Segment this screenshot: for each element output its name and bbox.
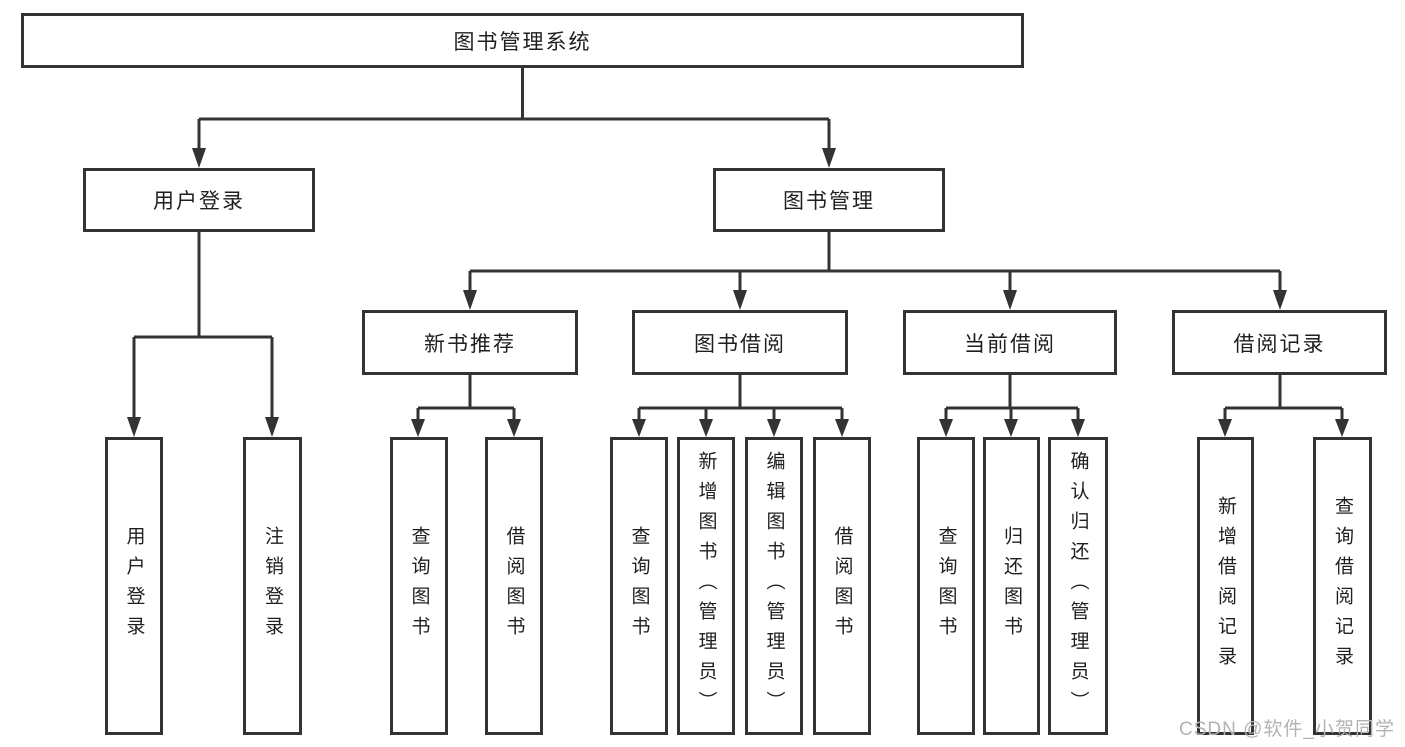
node-library-management-system: 图书管理系统 [21,13,1024,68]
arrowhead [1003,290,1017,310]
arrowhead [1218,419,1232,437]
arrowhead [733,290,747,310]
arrowhead [265,417,279,437]
connector-root-to-level2 [192,68,836,168]
node-label: 归还图书 [1001,526,1022,646]
node-label: 查询借阅记录 [1332,496,1353,676]
connector-new-book-rec-children [411,375,521,437]
node-records-add-record: 新增借阅记录 [1197,437,1254,735]
node-label: 确认归还（管理员） [1067,451,1089,721]
arrowhead [767,419,781,437]
node-label: 图书管理系统 [453,30,592,54]
arrowhead [1071,419,1085,437]
arrowhead [127,417,141,437]
node-label: 用户登录 [153,190,245,213]
node-current-borrowing: 当前借阅 [903,310,1117,375]
arrowhead [1335,419,1349,437]
arrowhead [1273,290,1287,310]
node-current-query-books: 查询图书 [917,437,975,735]
node-leaf-user-login: 用户登录 [105,437,163,735]
node-borrowing-records: 借阅记录 [1172,310,1387,375]
arrowhead [192,148,206,168]
arrowhead [835,419,849,437]
connector-book-borrow-children [632,375,849,437]
node-borrowing-borrow-books: 借阅图书 [813,437,871,735]
node-label: 借阅图书 [503,526,525,646]
node-label: 图书借阅 [694,332,786,356]
node-label: 新书推荐 [424,332,516,356]
node-label: 查询图书 [408,526,430,646]
node-borrowing-edit-books-admin: 编辑图书（管理员） [745,437,803,735]
node-newbook-borrow-books: 借阅图书 [485,437,543,735]
arrowhead [507,419,521,437]
node-label: 查询图书 [935,526,957,646]
csdn-watermark: CSDN @软件_小贺同学 [1179,719,1395,740]
node-label: 图书管理 [783,190,875,213]
arrowhead [463,290,477,310]
node-records-query-record: 查询借阅记录 [1313,437,1372,735]
node-label: 新增图书（管理员） [695,451,717,721]
arrowhead [939,419,953,437]
node-label: 查询图书 [628,526,650,646]
arrowhead [699,419,713,437]
node-book-borrowing: 图书借阅 [632,310,848,375]
arrowhead [822,148,836,168]
node-label: 注销登录 [262,526,283,646]
node-newbook-query-books: 查询图书 [390,437,448,735]
connector-borrow-record-children [1218,375,1349,437]
node-label: 当前借阅 [964,332,1056,356]
node-borrowing-add-books-admin: 新增图书（管理员） [677,437,735,735]
arrowhead [632,419,646,437]
node-label: 借阅图书 [831,526,853,646]
node-user-login: 用户登录 [83,168,315,232]
arrowhead [1004,419,1018,437]
node-label: 新增借阅记录 [1215,496,1236,676]
node-borrowing-query-books: 查询图书 [610,437,668,735]
node-book-management: 图书管理 [713,168,945,232]
node-label: 借阅记录 [1233,332,1326,356]
connector-user-login-children [127,232,279,437]
connector-book-mgmt-children [463,232,1287,310]
connector-current-borrow-children [939,375,1085,437]
arrowhead [411,419,425,437]
node-leaf-logout: 注销登录 [243,437,302,735]
node-new-book-recommend: 新书推荐 [362,310,578,375]
node-label: 用户登录 [123,526,145,646]
node-current-confirm-return-admin: 确认归还（管理员） [1048,437,1108,735]
node-current-return-books: 归还图书 [983,437,1040,735]
node-label: 编辑图书（管理员） [763,451,785,721]
